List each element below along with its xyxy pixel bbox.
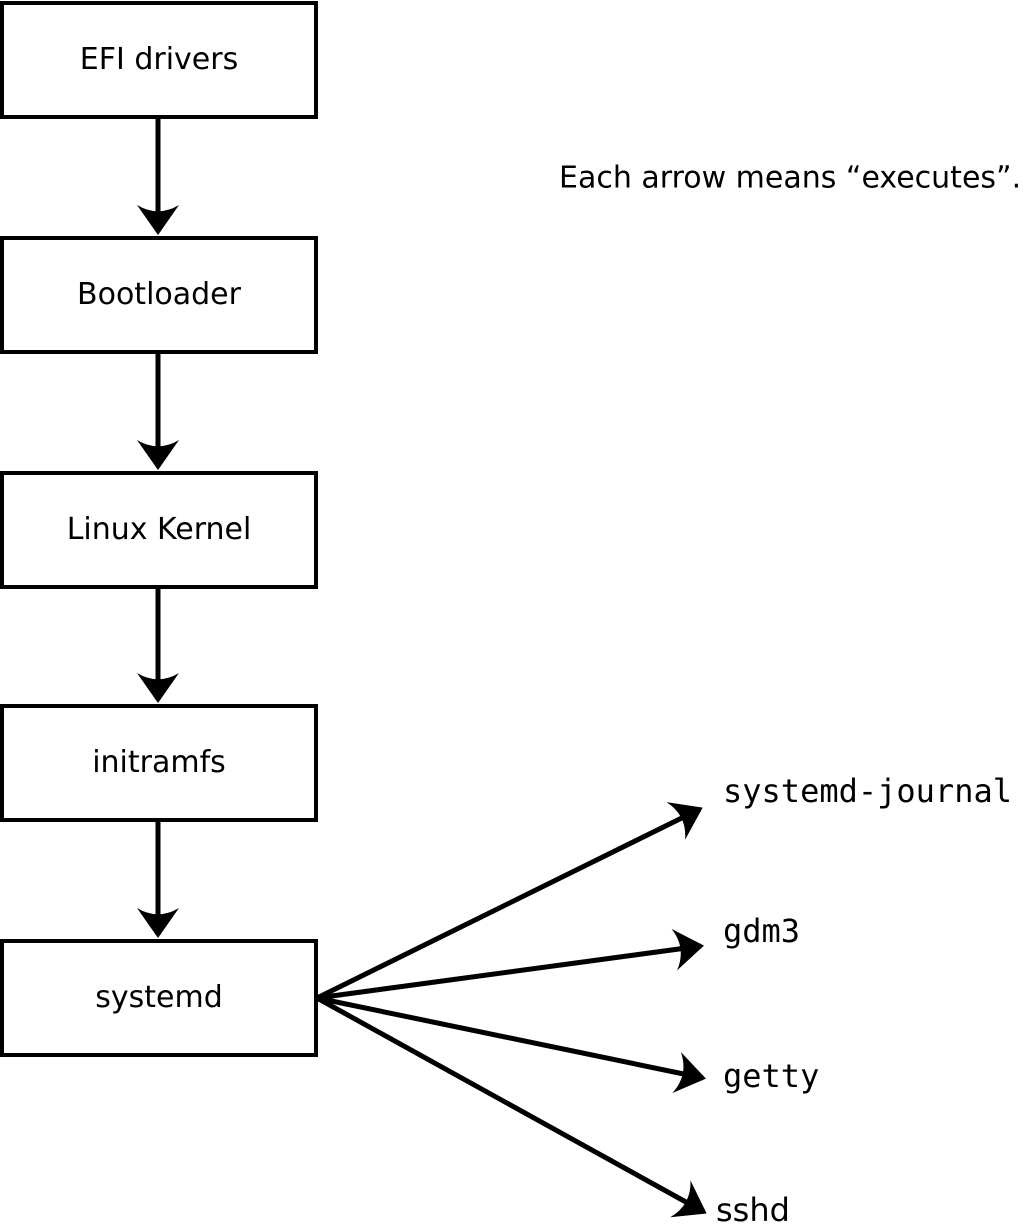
node-systemd-label: systemd bbox=[95, 980, 223, 1015]
process-label-sshd: sshd bbox=[716, 1191, 790, 1229]
node-bootloader-label: Bootloader bbox=[77, 277, 241, 312]
node-systemd: systemd bbox=[0, 939, 318, 1057]
node-initramfs: initramfs bbox=[0, 704, 318, 822]
process-label-getty: getty bbox=[723, 1057, 820, 1095]
executes-arrow-systemd-to-gdm3 bbox=[316, 928, 704, 1001]
node-efi-drivers-label: EFI drivers bbox=[79, 42, 239, 77]
node-linux-kernel: Linux Kernel bbox=[0, 471, 318, 589]
node-linux-kernel-label: Linux Kernel bbox=[66, 512, 252, 547]
node-bootloader: Bootloader bbox=[0, 236, 318, 354]
process-label-gdm3: gdm3 bbox=[723, 912, 801, 950]
process-label-systemd-journal: systemd-journal bbox=[723, 772, 1012, 810]
executes-arrow-systemd-to-getty bbox=[316, 995, 706, 1094]
executes-arrow-systemd-to-journal bbox=[315, 802, 703, 1001]
node-efi-drivers: EFI drivers bbox=[0, 1, 318, 119]
node-initramfs-label: initramfs bbox=[92, 745, 226, 780]
executes-arrow-systemd-to-sshd bbox=[315, 995, 707, 1218]
legend-caption: Each arrow means “executes”. bbox=[559, 160, 1022, 196]
